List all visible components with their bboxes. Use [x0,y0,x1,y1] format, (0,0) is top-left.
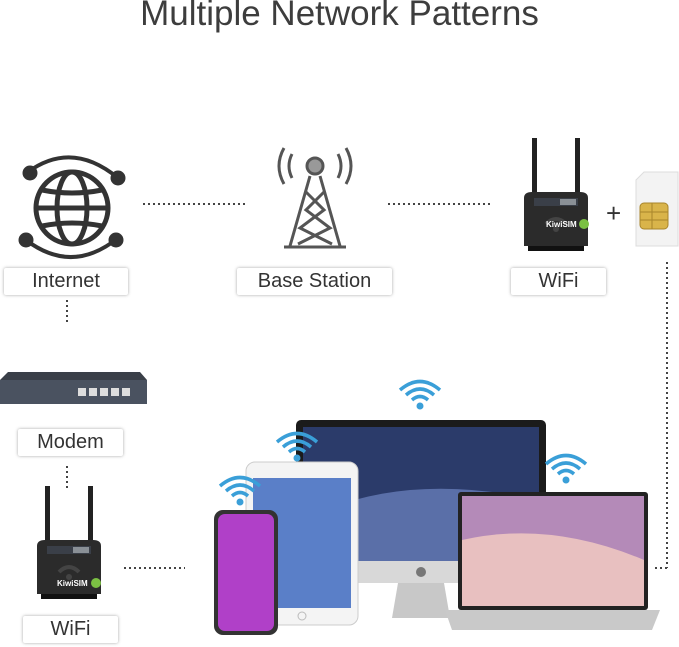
brand-logo: KiwiSIM [57,579,88,588]
cell-tower-icon [277,147,353,249]
connector-lines [66,203,668,569]
modem-icon [0,372,147,404]
modem-label: Modem [18,429,123,456]
laptop-computer [445,492,660,630]
plus-sign: + [606,198,622,228]
router-icon [522,136,590,253]
wifi-signal-icon [398,379,442,412]
phone-device [214,510,278,635]
base-station-label: Base Station [237,268,392,295]
sim-card-icon [635,171,679,247]
internet-label: Internet [4,268,128,295]
wifi-top-label: WiFi [511,268,606,295]
brand-logo: KiwiSIM [546,220,577,229]
page-title: Multiple Network Patterns [140,0,539,33]
wifi-signal-icon [544,453,588,486]
globe-icon [18,155,126,259]
wifi-bottom-label: WiFi [23,616,118,643]
